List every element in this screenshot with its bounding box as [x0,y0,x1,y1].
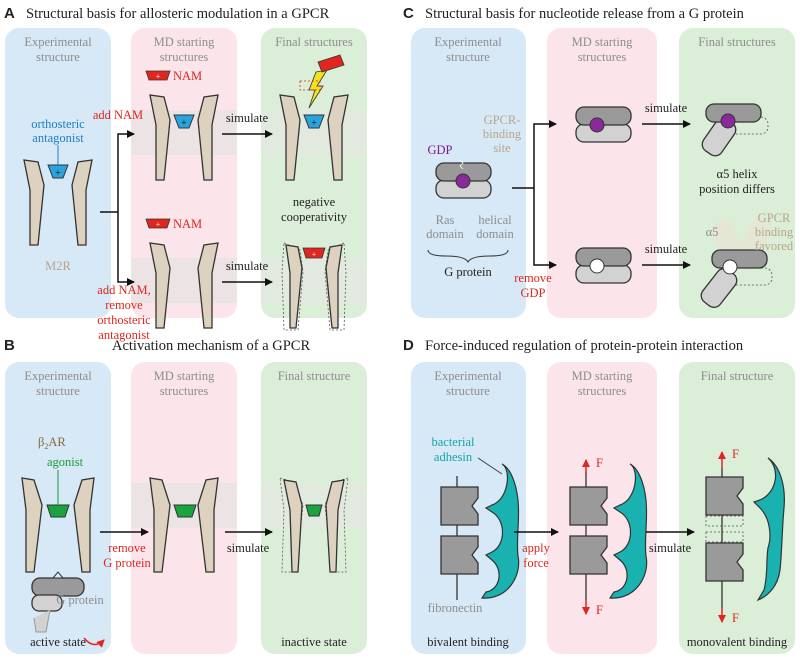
label-m2r: M2R [45,259,71,273]
panel-a-title: Structural basis for allosteric modulati… [26,6,330,22]
panel-a: A Structural basis for allosteric modula… [4,5,367,342]
label-a5: α5 [706,225,719,239]
panel-d: D Force-induced regulation of protein-pr… [403,337,795,654]
label-monovalent-binding: monovalent binding [687,635,788,649]
red-curved-arrow [83,637,105,648]
label-f-md-bottom: F [596,603,603,617]
b2ar-receptor [21,477,95,633]
panel-c-md-bg [547,28,657,318]
nam-top: + [145,70,171,81]
panel-a-col-final: Final structures [275,35,353,49]
panel-b-col-final: Final structure [278,369,351,383]
label-bivalent-binding: bivalent binding [427,635,509,649]
arrow-branch-bottom [533,188,557,269]
panel-c-title: Structural basis for nucleotide release … [425,6,745,22]
membrane-band [131,258,237,303]
m2r-receptor: + [23,159,93,246]
final-receptor-top: + [279,54,349,181]
nam-bottom: + [145,218,171,229]
panel-letter-b: B [4,337,15,354]
svg-text:+: + [156,72,161,81]
label-simulate-a2: simulate [226,259,269,273]
panel-d-col-final: Final structure [701,369,774,383]
panel-d-title: Force-induced regulation of protein-prot… [425,338,744,354]
panel-b: B Activation mechanism of a GPCR Experim… [4,337,367,654]
md-receptor-bottom [149,242,219,329]
label-simulate-a1: simulate [226,111,269,125]
fibronectin-md [569,472,608,600]
label-nam-top: NAM [173,69,202,83]
pointer-line [477,457,503,475]
label-simulate-b: simulate [227,541,270,555]
adhesin-final [752,457,785,602]
arrow-add-nam-remove [117,212,135,286]
fibronectin-experimental [440,476,479,600]
label-add-nam: add NAM [93,108,143,122]
g-protein-md-top [575,106,632,143]
panel-c-col-final: Final structures [698,35,776,49]
panel-letter-d: D [403,337,414,354]
label-simulate-c1: simulate [645,101,688,115]
label-f-final-bottom: F [732,611,739,625]
g-protein-final-bottom [700,217,773,308]
panel-b-title: Activation mechanism of a GPCR [112,338,310,354]
fibronectin-final [705,468,744,608]
g-protein-experimental [435,159,492,199]
label-simulate-c2: simulate [645,242,688,256]
adhesin-md [608,463,648,599]
g-protein-md-bottom [575,247,632,284]
panel-c-final-bg [679,28,795,318]
final-receptor-bottom: + [281,242,347,331]
md-receptor-b [149,477,219,573]
svg-text:+: + [181,118,187,129]
svg-text:+: + [55,168,61,179]
label-inactive-state: inactive state [281,635,347,649]
panel-c: C Structural basis for nucleotide releas… [403,5,795,318]
label-nam-bottom: NAM [173,217,202,231]
brace [427,249,509,264]
label-g-protein-b: G protein [56,593,104,607]
label-agonist: agonist [47,455,84,469]
md-receptor-top: + [149,94,219,181]
arrow-branch-top [512,120,557,189]
adhesin-experimental [480,463,520,599]
label-gdp: GDP [427,143,452,157]
membrane-band [261,258,367,303]
label-fibronectin: fibronectin [428,601,484,615]
label-g-protein-c: G protein [444,265,492,279]
arrow-add-nam [100,130,135,213]
label-active-state: active state [30,635,86,649]
label-simulate-d: simulate [649,541,692,555]
svg-text:+: + [312,250,317,259]
svg-text:+: + [156,220,161,229]
panel-letter-a: A [4,5,15,22]
label-b2ar: β2AR [38,435,66,451]
svg-text:+: + [311,118,317,129]
final-receptor-b [279,477,349,573]
label-f-final-top: F [732,447,739,461]
g-protein-final-top [701,103,769,157]
label-f-md-top: F [596,456,603,470]
panel-letter-c: C [403,5,414,22]
